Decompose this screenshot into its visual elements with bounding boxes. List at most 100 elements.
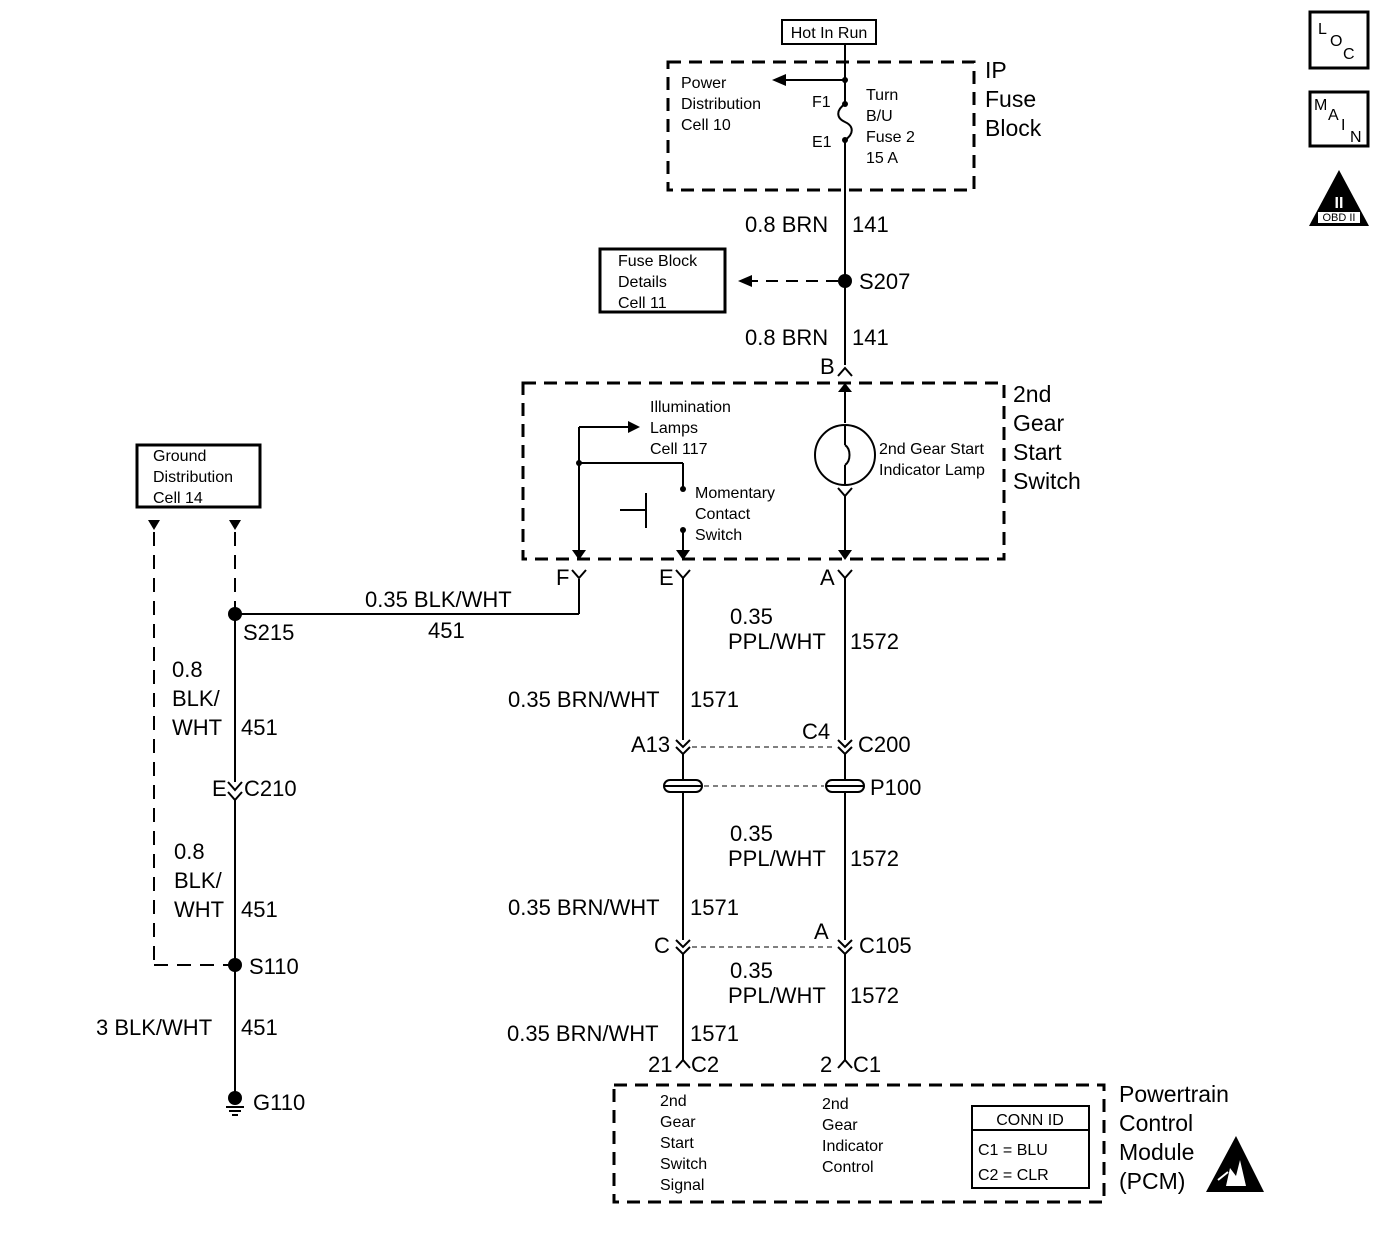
svg-text:(PCM): (PCM) xyxy=(1119,1168,1185,1194)
illumination-lamps-ref[interactable]: Illumination Lamps Cell 117 xyxy=(650,399,731,458)
obd-ii-icon[interactable]: II OBD II xyxy=(1309,170,1369,226)
svg-text:BLK/: BLK/ xyxy=(174,868,223,893)
svg-text:Cell 14: Cell 14 xyxy=(153,490,203,507)
wire-141-gauge-lower: 0.8 BRN xyxy=(745,325,828,350)
connector-id-table: CONN ID C1 = BLU C2 = CLR xyxy=(971,1105,1090,1189)
svg-text:F: F xyxy=(556,565,569,590)
svg-text:Power: Power xyxy=(681,75,727,92)
switch-outline xyxy=(521,381,1006,561)
svg-text:E: E xyxy=(659,565,674,590)
wire-1571-gauge-middle: 0.35 BRN/WHT xyxy=(508,895,660,920)
connector-c200-label: C200 xyxy=(858,732,911,757)
wire-1571-circuit-lower: 1571 xyxy=(690,1021,739,1046)
connector-c105-pin-c: C xyxy=(654,933,670,958)
svg-text:C: C xyxy=(1343,46,1355,63)
power-distribution-arrow xyxy=(772,74,845,86)
svg-text:Switch: Switch xyxy=(695,527,742,544)
passthrough-p100 xyxy=(663,779,865,793)
fuse-label: Turn B/U Fuse 2 15 A xyxy=(866,87,915,167)
fuse-block-details-ref[interactable]: Fuse Block Details Cell 11 xyxy=(598,247,727,314)
svg-text:Powertrain: Powertrain xyxy=(1119,1081,1229,1107)
svg-text:I: I xyxy=(1341,117,1345,134)
wire-451-gauge-top: 0.35 BLK/WHT xyxy=(365,587,512,612)
svg-text:0.8: 0.8 xyxy=(172,657,203,682)
svg-text:Distribution: Distribution xyxy=(681,96,761,113)
svg-text:Turn: Turn xyxy=(866,87,898,104)
svg-text:2nd: 2nd xyxy=(822,1096,849,1113)
svg-text:Distribution: Distribution xyxy=(153,469,233,486)
fuse-symbol xyxy=(837,44,853,365)
svg-text:Hot In Run: Hot In Run xyxy=(791,25,867,42)
pcm-connector-c2: C2 xyxy=(691,1052,719,1077)
svg-text:15 A: 15 A xyxy=(866,150,898,167)
splice-s215-label: S215 xyxy=(243,620,294,645)
svg-text:Control: Control xyxy=(822,1159,874,1176)
wire-451-gauge-bottom: 3 BLK/WHT xyxy=(96,1015,212,1040)
svg-text:Lamps: Lamps xyxy=(650,420,698,437)
svg-text:WHT: WHT xyxy=(174,897,224,922)
ground-distribution-ref[interactable]: Ground Distribution Cell 14 xyxy=(135,443,262,509)
splice-s215 xyxy=(228,607,242,621)
wire-1571-gauge-upper: 0.35 BRN/WHT xyxy=(508,687,660,712)
hot-in-run-box: Hot In Run xyxy=(781,19,877,45)
svg-text:OBD II: OBD II xyxy=(1322,212,1355,224)
svg-text:A: A xyxy=(1328,107,1339,124)
svg-text:Start: Start xyxy=(1013,439,1062,465)
wire-1571-circuit-middle: 1571 xyxy=(690,895,739,920)
svg-text:Ground: Ground xyxy=(153,448,206,465)
pcm-label: Powertrain Control Module (PCM) xyxy=(1119,1081,1229,1194)
connector-c105-pin-a: A xyxy=(814,919,829,944)
splice-s110 xyxy=(228,958,242,972)
loc-icon[interactable]: L O C xyxy=(1308,10,1370,70)
passthrough-p100-label: P100 xyxy=(870,775,921,800)
svg-text:Fuse: Fuse xyxy=(985,86,1036,112)
ground-wire-451 xyxy=(227,579,580,1092)
pcm-connector-c1: C1 xyxy=(853,1052,881,1077)
main-icon[interactable]: M A I N xyxy=(1308,90,1370,148)
pin-a-connector: A xyxy=(820,565,853,590)
power-distribution-ref[interactable]: Power Distribution Cell 10 xyxy=(681,75,761,134)
wire-1572-upper-label: 0.35 PPL/WHT 1572 xyxy=(728,604,899,654)
svg-text:Signal: Signal xyxy=(660,1177,704,1194)
svg-text:451: 451 xyxy=(241,897,278,922)
svg-text:Control: Control xyxy=(1119,1110,1193,1136)
pcm-signal-label: 2nd Gear Start Switch Signal xyxy=(660,1093,707,1194)
pcm-pin-21: 21 xyxy=(648,1052,672,1077)
svg-text:B/U: B/U xyxy=(866,108,893,125)
momentary-switch-label: Momentary Contact Switch xyxy=(695,485,775,544)
svg-text:1572: 1572 xyxy=(850,629,899,654)
svg-text:Momentary: Momentary xyxy=(695,485,775,502)
svg-text:PPL/WHT: PPL/WHT xyxy=(728,846,826,871)
svg-text:Block: Block xyxy=(985,115,1042,141)
svg-text:O: O xyxy=(1330,33,1342,50)
svg-text:Switch: Switch xyxy=(1013,468,1081,494)
wire-141-circuit-upper: 141 xyxy=(852,212,889,237)
svg-text:II: II xyxy=(1335,195,1344,212)
svg-text:Module: Module xyxy=(1119,1139,1194,1165)
pin-b-connector xyxy=(837,366,853,377)
ip-fuse-block-outline xyxy=(666,60,976,192)
pcm-pin-2: 2 xyxy=(820,1052,832,1077)
pin-e-connector: E xyxy=(659,565,691,590)
fuse-terminal-f1: F1 xyxy=(812,94,831,111)
svg-text:Gear: Gear xyxy=(660,1114,696,1131)
svg-text:2nd: 2nd xyxy=(1013,381,1051,407)
svg-text:M: M xyxy=(1314,97,1327,114)
svg-text:Fuse Block: Fuse Block xyxy=(618,253,698,270)
svg-text:Fuse 2: Fuse 2 xyxy=(866,129,915,146)
wire-451-circuit-bottom: 451 xyxy=(241,1015,278,1040)
wire-141-gauge-upper: 0.8 BRN xyxy=(745,212,828,237)
svg-text:451: 451 xyxy=(241,715,278,740)
svg-text:2nd: 2nd xyxy=(660,1093,687,1110)
wire-451-upper-label: 0.8 BLK/ WHT 451 xyxy=(172,657,278,740)
svg-text:1572: 1572 xyxy=(850,846,899,871)
svg-text:Gear: Gear xyxy=(1013,410,1064,436)
svg-text:2nd Gear Start: 2nd Gear Start xyxy=(879,441,985,458)
wire-1571 xyxy=(675,578,691,1069)
svg-text:1572: 1572 xyxy=(850,983,899,1008)
svg-text:Cell 10: Cell 10 xyxy=(681,117,731,134)
wire-451-middle-label: 0.8 BLK/ WHT 451 xyxy=(174,839,278,922)
connector-c200-pin-a13: A13 xyxy=(631,732,670,757)
splice-s207-label: S207 xyxy=(859,269,910,294)
svg-text:WHT: WHT xyxy=(172,715,222,740)
